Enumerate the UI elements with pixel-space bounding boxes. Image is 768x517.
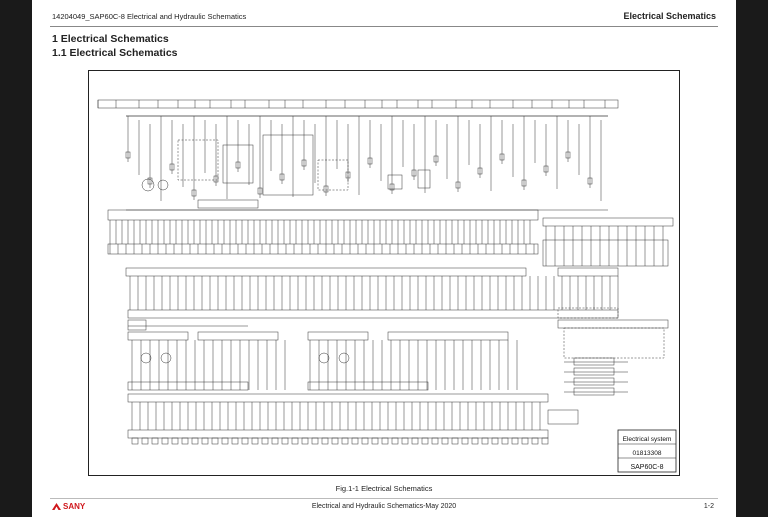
section-name: Electrical Schematics — [623, 11, 716, 21]
doc-title: 14204049_SAP60C-8 Electrical and Hydraul… — [52, 12, 247, 21]
title-block-code: 01813308 — [632, 449, 662, 457]
brand-logo: SANY — [52, 502, 85, 511]
sany-logo-icon — [52, 503, 61, 510]
title-block-system: Electrical system — [622, 435, 672, 443]
heading-1: 1 Electrical Schematics — [52, 33, 169, 45]
heading-2: 1.1 Electrical Schematics — [52, 47, 178, 59]
drawing-border — [88, 70, 680, 476]
figure-caption: Fig.1-1 Electrical Schematics — [335, 484, 433, 493]
schematic-lines — [97, 99, 674, 445]
header-rule — [50, 26, 718, 27]
page-number: 1-2 — [703, 503, 714, 510]
brand-name: SANY — [63, 502, 86, 511]
document-page: 14204049_SAP60C-8 Electrical and Hydraul… — [32, 0, 736, 517]
title-block-model: SAP60C-8 — [630, 463, 664, 471]
title-block — [617, 429, 677, 473]
footer-rule — [50, 498, 718, 499]
schematic-drawing — [88, 70, 680, 476]
footer-center-text: Electrical and Hydraulic Schematics-May … — [311, 503, 457, 510]
